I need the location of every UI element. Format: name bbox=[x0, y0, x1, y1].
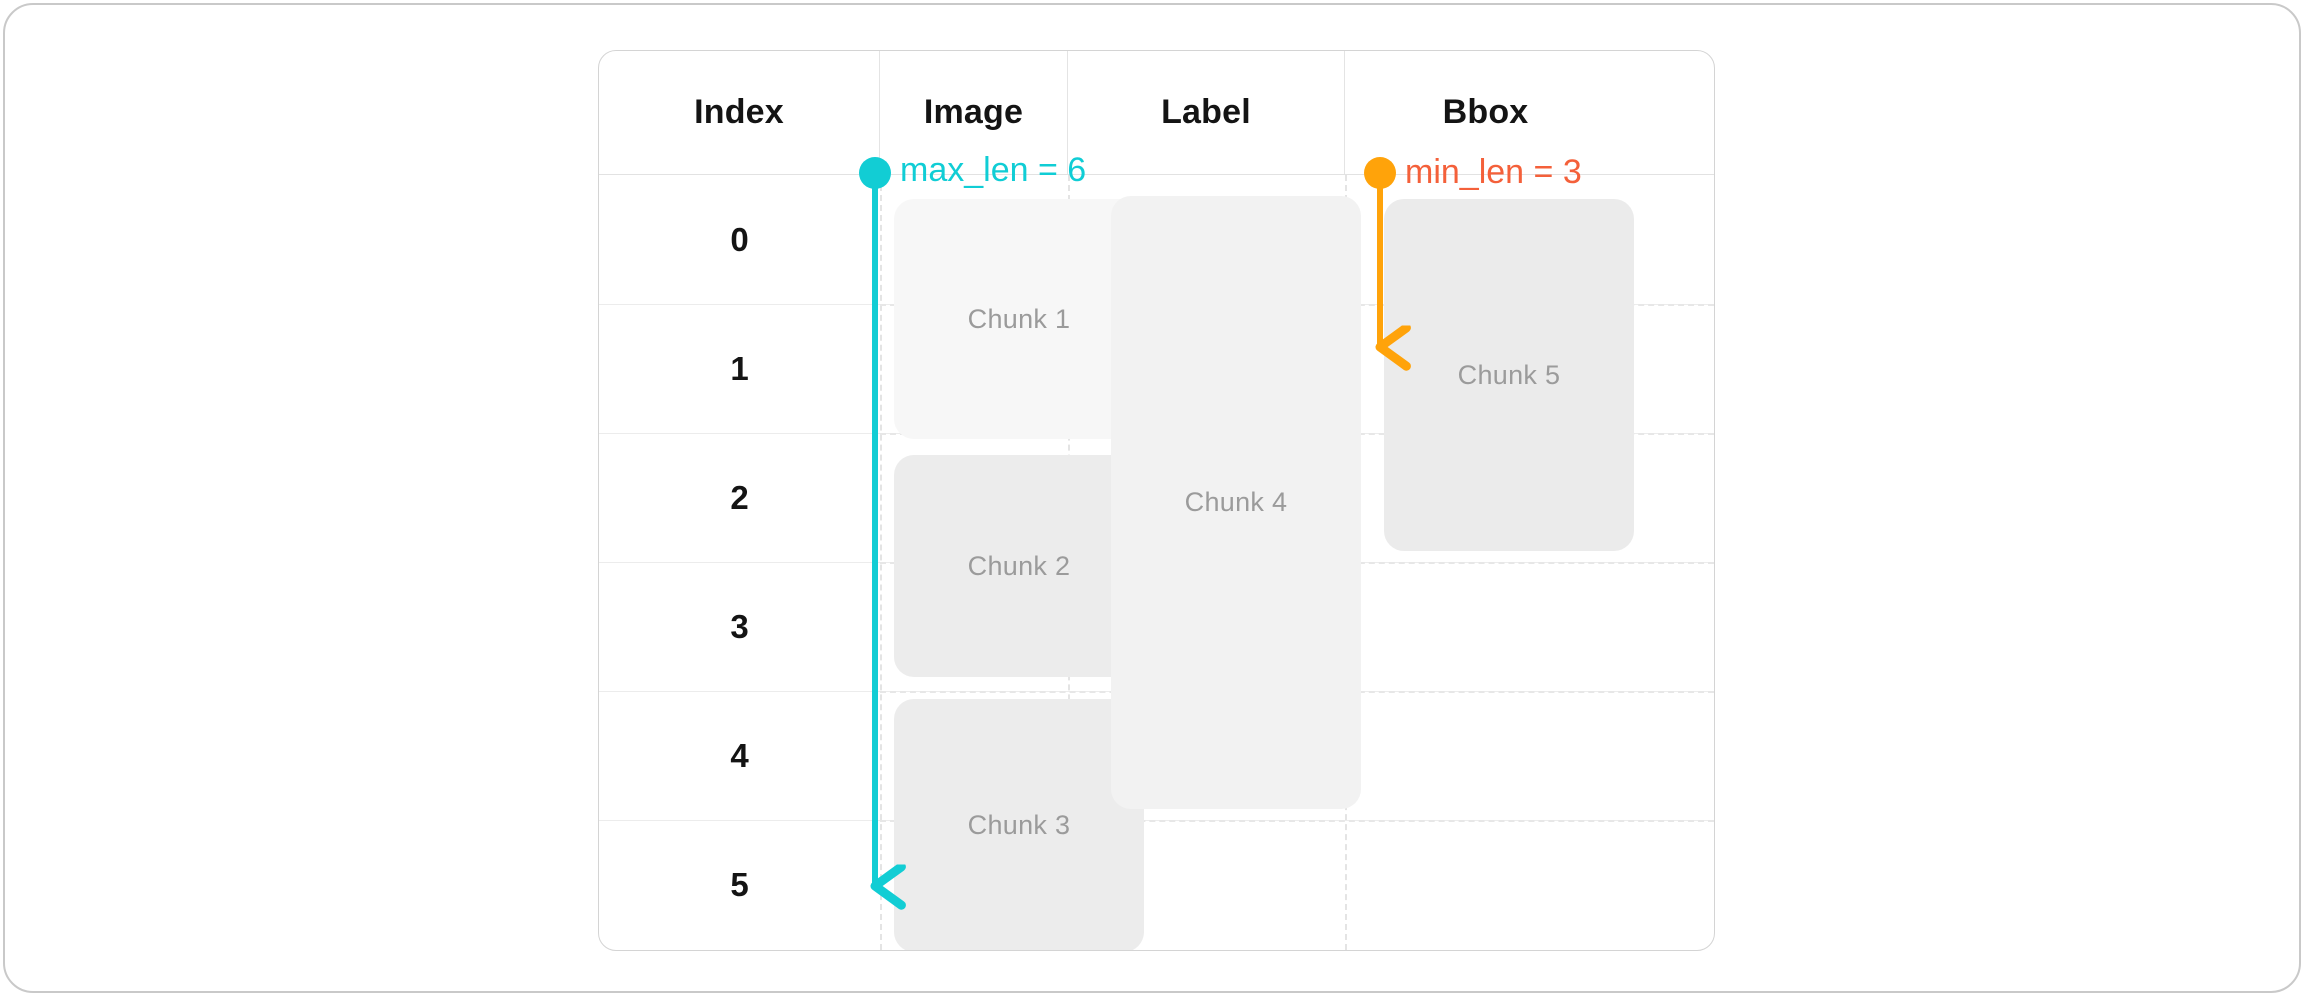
index-value-1: 1 bbox=[730, 349, 749, 387]
column-header-image-label: Image bbox=[923, 93, 1024, 131]
chunk-box-chunk-5[interactable]: Chunk 5 bbox=[1384, 199, 1634, 551]
index-cell-0: 0 bbox=[599, 175, 880, 304]
table-header-row: Index Image Label Bbox bbox=[599, 51, 1714, 175]
chunk-box-chunk-2[interactable]: Chunk 2 bbox=[894, 455, 1144, 677]
column-header-label-label: Label bbox=[1161, 93, 1251, 131]
chunk-box-chunk-3[interactable]: Chunk 3 bbox=[894, 699, 1144, 950]
index-value-3: 3 bbox=[730, 607, 749, 645]
annotation-label-min-len: min_len = 3 bbox=[1405, 153, 1582, 191]
column-header-bbox[interactable]: Bbox bbox=[1345, 51, 1626, 174]
index-cell-3: 3 bbox=[599, 562, 880, 691]
index-cell-2: 2 bbox=[599, 433, 880, 562]
column-header-image[interactable]: Image bbox=[880, 51, 1068, 174]
index-value-5: 5 bbox=[730, 865, 749, 903]
chunk-box-chunk-1[interactable]: Chunk 1 bbox=[894, 199, 1144, 439]
chunk-label-chunk-1: Chunk 1 bbox=[967, 303, 1071, 334]
index-cell-1: 1 bbox=[599, 304, 880, 433]
index-value-4: 4 bbox=[730, 736, 749, 774]
outer-canvas-card: Index Image Label Bbox bbox=[3, 3, 2301, 993]
index-cell-5: 5 bbox=[599, 820, 880, 949]
index-cell-4: 4 bbox=[599, 691, 880, 820]
row-separator-dash-4 bbox=[880, 820, 1714, 822]
column-header-bbox-label: Bbox bbox=[1442, 93, 1529, 131]
index-value-2: 2 bbox=[730, 478, 749, 516]
column-header-index[interactable]: Index bbox=[599, 51, 880, 174]
index-value-0: 0 bbox=[730, 220, 749, 258]
chunk-label-chunk-2: Chunk 2 bbox=[967, 550, 1071, 581]
column-header-label[interactable]: Label bbox=[1068, 51, 1345, 174]
chunk-box-chunk-4[interactable]: Chunk 4 bbox=[1111, 196, 1361, 809]
annotation-label-max-len: max_len = 6 bbox=[900, 151, 1087, 189]
chunk-label-chunk-3: Chunk 3 bbox=[967, 810, 1071, 840]
dataset-table: Index Image Label Bbox bbox=[598, 50, 1715, 951]
chunk-label-chunk-5: Chunk 5 bbox=[1457, 359, 1561, 390]
chunk-label-chunk-4: Chunk 4 bbox=[1184, 487, 1288, 517]
column-header-index-label: Index bbox=[694, 93, 784, 131]
